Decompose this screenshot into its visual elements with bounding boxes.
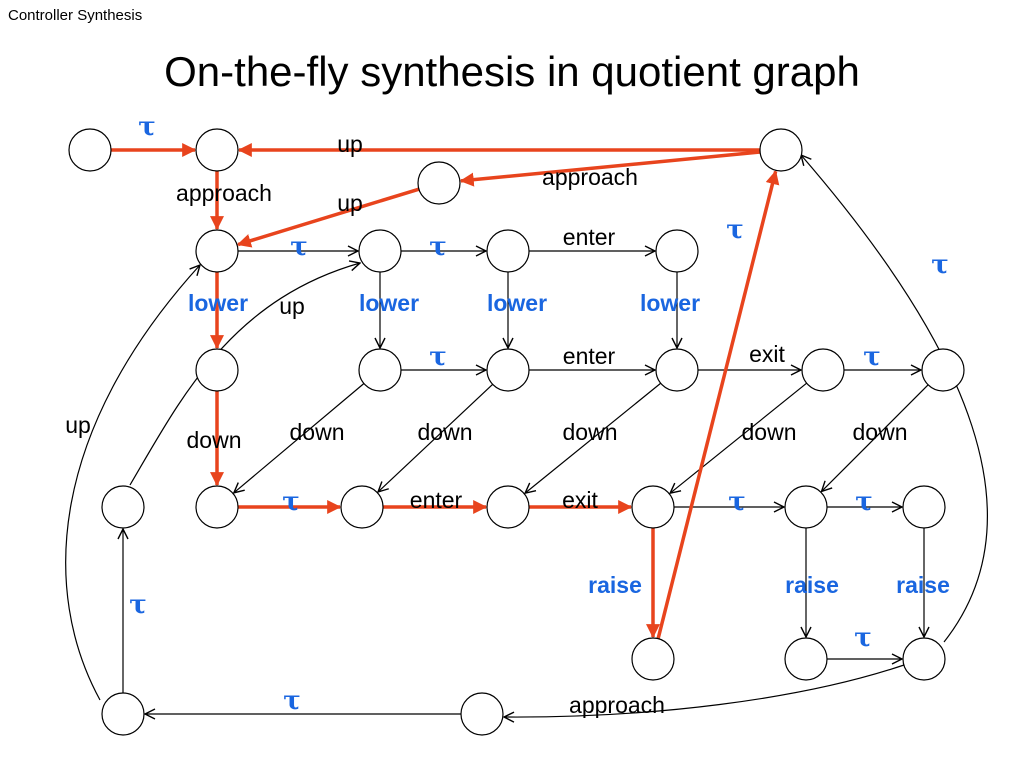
state-node-b — [195, 229, 239, 273]
edge-label-e-f: enter — [563, 224, 616, 250]
state-node-t — [902, 485, 946, 529]
edge-label-v-m: τ — [129, 590, 147, 620]
edge-layer — [65, 143, 988, 717]
edge-label-u-c: approach — [542, 164, 638, 190]
edge-label-l-r: down — [853, 419, 908, 445]
state-node-y — [631, 637, 675, 681]
edge-label-x-v: τ — [283, 686, 301, 716]
edge-label-y-u: τ — [726, 215, 744, 245]
edge-label-u-a: up — [337, 131, 363, 157]
edge-y-u — [656, 170, 780, 640]
state-node-g — [195, 348, 239, 392]
slide-title: On-the-fly synthesis in quotient graph — [164, 48, 860, 95]
edge-label-b-g: lower — [188, 290, 248, 316]
edge-label-r-t: τ — [855, 487, 873, 517]
state-node-a — [195, 128, 239, 172]
state-node-j — [655, 348, 699, 392]
label-layer: τ up approach up approach τ τ enter lower lower lo… — [65, 112, 950, 718]
state-node-w — [902, 637, 946, 681]
state-node-f — [655, 229, 699, 273]
state-node-v — [101, 692, 145, 736]
edge-label-k-l: τ — [863, 342, 881, 372]
state-node-s0 — [68, 128, 112, 172]
edge-label-h-n: down — [290, 419, 345, 445]
edge-label-s0-a: τ — [138, 112, 156, 142]
edge-label-o-p: enter — [410, 487, 463, 513]
state-node-q — [631, 485, 675, 529]
edge-label-n-o: τ — [282, 487, 300, 517]
state-node-e — [486, 229, 530, 273]
edge-label-w-u: τ — [931, 250, 949, 280]
edge-label-q-r: τ — [728, 487, 746, 517]
edge-label-t-w: raise — [896, 572, 950, 598]
state-node-n — [195, 485, 239, 529]
edge-label-v-b: up — [65, 412, 91, 438]
state-node-i — [486, 348, 530, 392]
state-node-k — [801, 348, 845, 392]
state-node-m — [101, 485, 145, 529]
state-node-l — [921, 348, 965, 392]
edge-u-c — [459, 150, 761, 187]
edge-c-b — [236, 187, 420, 248]
edge-label-j-k: exit — [749, 341, 785, 367]
edge-j-p — [525, 382, 662, 493]
state-node-c — [417, 161, 461, 205]
edge-h-n — [234, 383, 365, 493]
edge-v-b — [65, 265, 200, 701]
edge-label-e-i: lower — [487, 290, 547, 316]
edge-label-b-d: τ — [290, 232, 308, 262]
slide-header: Controller Synthesis — [8, 7, 143, 24]
edge-label-z-w: τ — [854, 623, 872, 653]
edge-label-c-b: up — [337, 190, 363, 216]
edge-i-o — [378, 383, 494, 492]
edge-label-r-z: raise — [785, 572, 839, 598]
edge-label-d-e: τ — [429, 232, 447, 262]
state-node-h — [358, 348, 402, 392]
edge-label-i-j: enter — [563, 343, 616, 369]
edge-k-q — [670, 382, 808, 493]
edge-l-r — [822, 384, 929, 492]
node-layer — [68, 128, 965, 736]
state-node-z — [784, 637, 828, 681]
edge-w-u — [801, 155, 988, 643]
edge-w-x — [504, 664, 905, 717]
state-node-d — [358, 229, 402, 273]
edge-label-f-j: lower — [640, 290, 700, 316]
state-node-o — [340, 485, 384, 529]
state-node-u — [759, 128, 803, 172]
edge-label-k-q: down — [742, 419, 797, 445]
edge-label-m-d: up — [279, 293, 305, 319]
edge-label-j-p: down — [563, 419, 618, 445]
edge-label-a-b: approach — [176, 180, 272, 206]
state-node-p — [486, 485, 530, 529]
edge-label-p-q: exit — [562, 487, 598, 513]
edge-label-i-o: down — [418, 419, 473, 445]
edge-label-g-n: down — [187, 427, 242, 453]
edge-label-w-x: approach — [569, 692, 665, 718]
edge-label-q-y: raise — [588, 572, 642, 598]
state-node-r — [784, 485, 828, 529]
edge-label-d-h: lower — [359, 290, 419, 316]
state-node-x — [460, 692, 504, 736]
edge-label-h-i: τ — [429, 342, 447, 372]
